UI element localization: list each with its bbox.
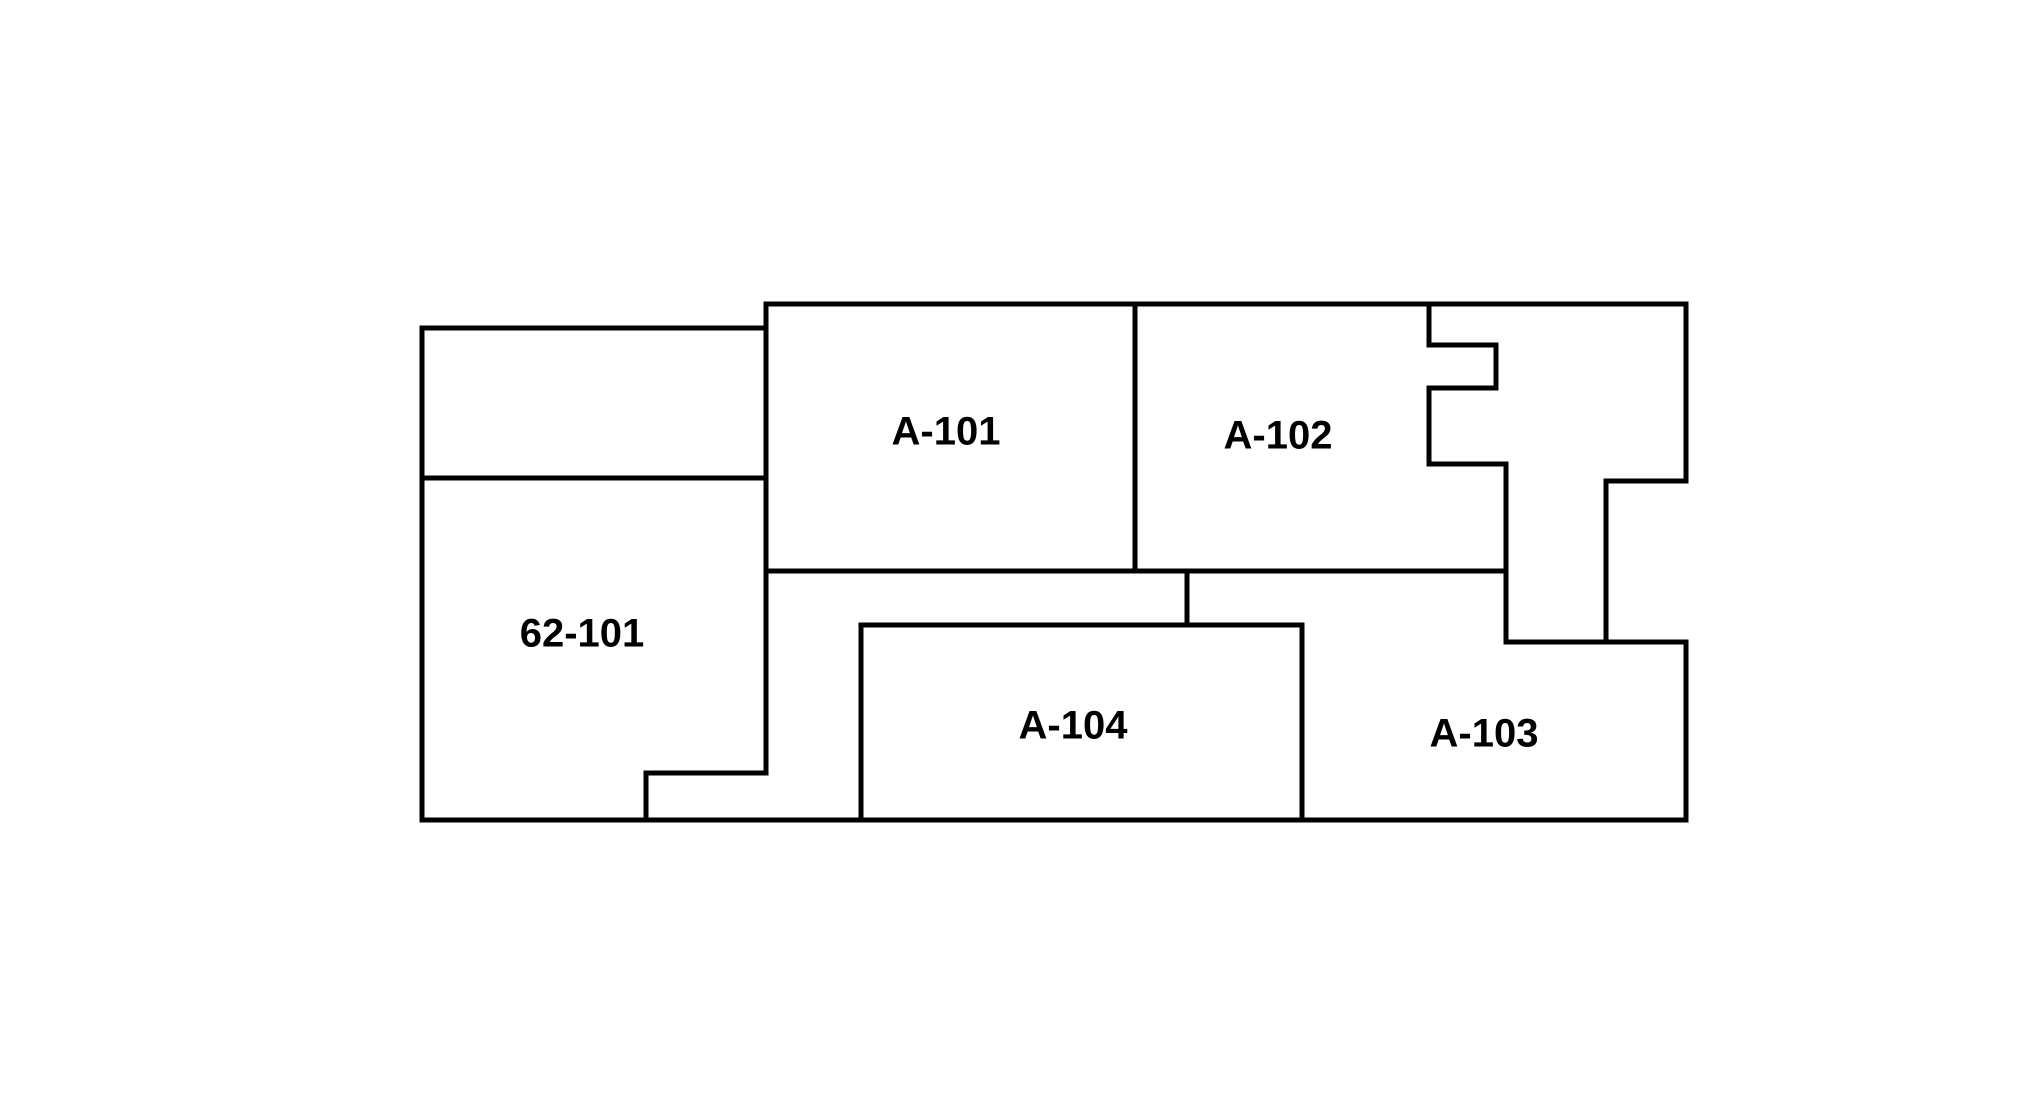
room-label-a-104: A-104 <box>1019 704 1129 748</box>
room-label-a-103: A-103 <box>1430 712 1539 756</box>
wall-a103-outline <box>1299 639 1689 823</box>
wall-top-outline <box>763 301 1432 331</box>
wall-a104-outline <box>858 622 1305 823</box>
wall-right-outline <box>1426 301 1689 645</box>
wall-a102-notch <box>1426 301 1509 645</box>
room-label-62-101: 62-101 <box>520 612 645 656</box>
room-label-a-101: A-101 <box>892 410 1001 454</box>
room-label-a-102: A-102 <box>1224 414 1333 458</box>
wall-left-block-outline <box>419 325 769 823</box>
